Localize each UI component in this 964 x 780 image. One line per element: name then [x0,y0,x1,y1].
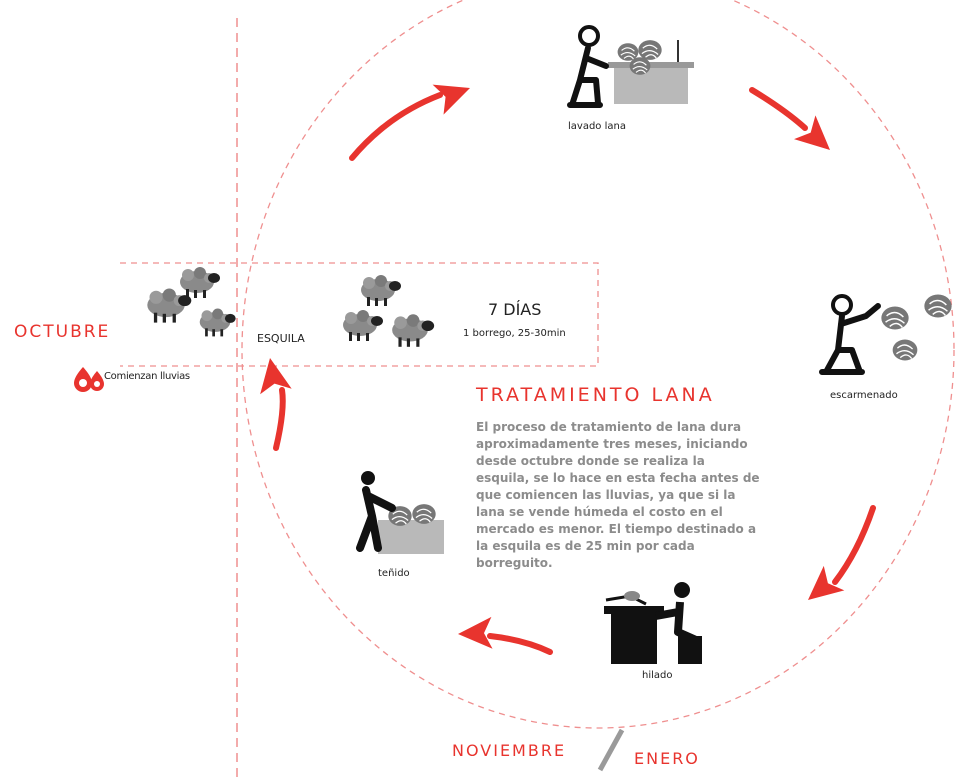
month-octubre: OCTUBRE [14,322,111,342]
paragraph-line: esquila, se lo hace en esta fecha antes … [476,471,760,485]
dyeing-icon [356,471,444,554]
month-enero: ENERO [634,749,700,768]
month-separator [597,728,625,772]
treatment-title: TRATAMIENTO LANA [476,384,715,406]
step-label-escarmenado: escarmenado [830,390,898,401]
rain-note: Comienzan lluvias [104,371,190,382]
arrow-left [254,355,292,451]
paragraph-line: que comiencen las lluvias, ya que si la [476,488,736,502]
arrow-top-left [349,72,476,161]
cycle-circle [241,0,955,729]
sheep-group-center [343,275,435,347]
shearing-duration: 7 DÍAS [488,300,542,319]
spinning-icon [604,582,702,664]
arrow-top-right [749,87,841,162]
washing-wool-icon [567,25,694,108]
carding-wool-icon [819,293,953,375]
treatment-paragraph: El proceso de tratamiento de lana dura a… [476,419,794,572]
shearing-dashed-box [120,262,599,367]
step-label-hilado: hilado [642,670,673,681]
step-label-lavado: lavado lana [568,121,626,132]
paragraph-line: desde octubre donde se realiza la [476,454,705,468]
paragraph-line: borreguito. [476,556,553,570]
arrow-right [797,505,876,613]
month-noviembre: NOVIEMBRE [452,741,567,760]
paragraph-line: mercado es menor. El tiempo destinado a [476,522,757,536]
step-label-tenido: teñido [378,568,410,579]
sheep-group-left [147,267,236,337]
paragraph-line: El proceso de tratamiento de lana dura [476,420,742,434]
paragraph-line: aproximadamente tres meses, iniciando [476,437,748,451]
shearing-label: ESQUILA [257,332,305,345]
rain-drops-icon [74,367,104,392]
paragraph-line: lana se vende húmeda el costo en el [476,505,723,519]
paragraph-line: la esquila es de 25 min por cada [476,539,695,553]
arrow-bottom [457,616,553,655]
shearing-rate: 1 borrego, 25-30min [463,328,566,339]
